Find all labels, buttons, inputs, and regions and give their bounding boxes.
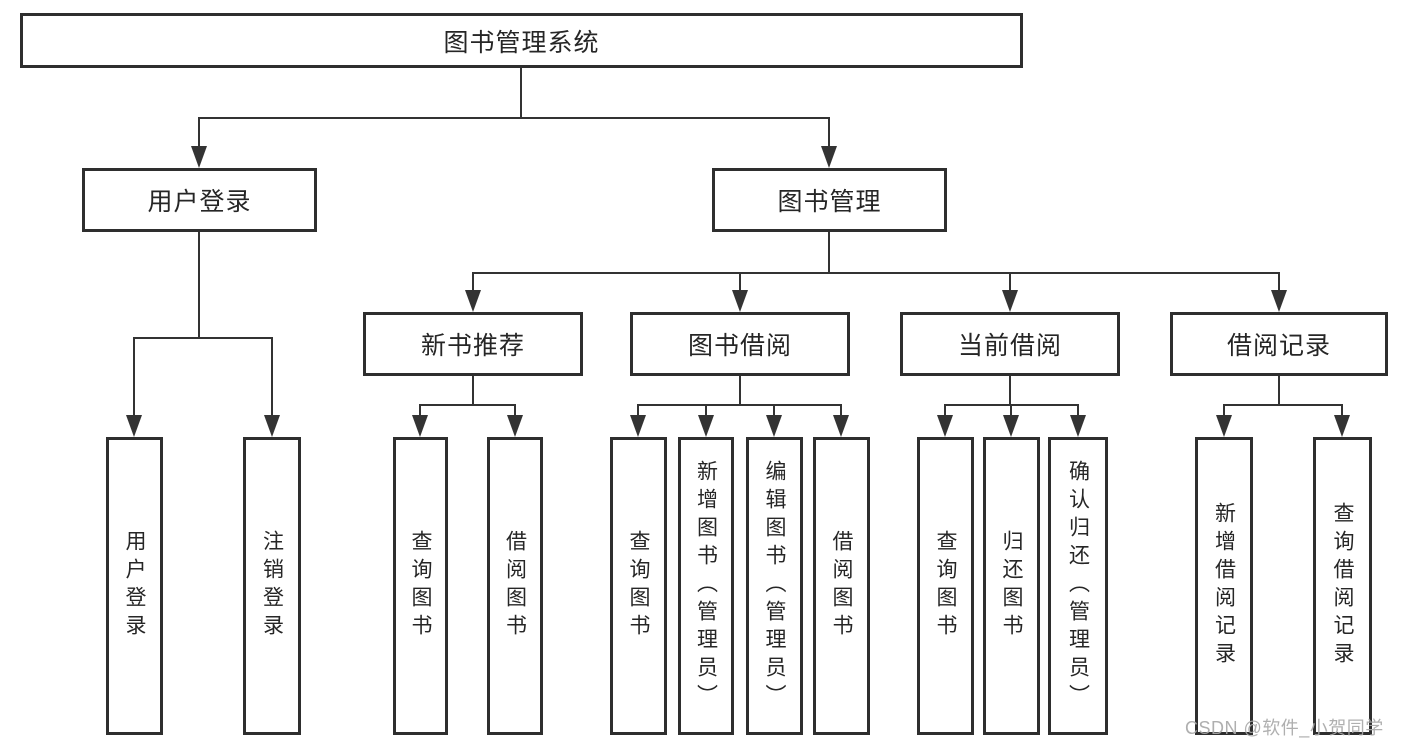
- leaf-edit-book-admin: 编辑图书（管理员）: [746, 437, 803, 735]
- arrow-down-icon: [698, 415, 714, 437]
- arrow-down-icon: [264, 415, 280, 437]
- leaf-logout: 注销登录: [243, 437, 301, 735]
- connector-drop: [472, 272, 474, 292]
- arrow-down-icon: [126, 415, 142, 437]
- connector-drop: [739, 272, 741, 292]
- watermark: CSDN @软件_小贺同学: [1185, 718, 1384, 738]
- leaf-label: 新增借阅记录: [1212, 502, 1236, 670]
- connector-drop: [1278, 272, 1280, 292]
- connector-drop: [773, 404, 775, 416]
- connector-drop: [1010, 404, 1012, 416]
- leaf-label: 查询图书: [409, 530, 432, 642]
- arrow-down-icon: [1070, 415, 1086, 437]
- leaf-query-books-current: 查询图书: [917, 437, 974, 735]
- arrow-down-icon: [833, 415, 849, 437]
- connector-user-login-bus: [133, 337, 273, 339]
- connector-drop: [271, 337, 273, 416]
- connector-new-book-bus: [419, 404, 515, 406]
- connector-book-management-stem: [828, 232, 830, 274]
- arrow-down-icon: [766, 415, 782, 437]
- node-label: 当前借阅: [957, 332, 1062, 360]
- node-label: 借阅记录: [1226, 332, 1331, 360]
- connector-drop: [944, 404, 946, 416]
- node-new-book-recommend: 新书推荐: [363, 312, 583, 376]
- leaf-query-books-borrow: 查询图书: [610, 437, 667, 735]
- arrow-down-icon: [1334, 415, 1350, 437]
- leaf-label: 借阅图书: [503, 530, 527, 642]
- leaf-label: 归还图书: [1000, 530, 1023, 642]
- connector-borrow-records-bus: [1223, 404, 1343, 406]
- leaf-label: 借阅图书: [830, 530, 853, 642]
- leaf-query-borrow-record: 查询借阅记录: [1313, 437, 1372, 735]
- leaf-query-books-recommend: 查询图书: [393, 437, 448, 735]
- connector-drop: [828, 117, 830, 148]
- leaf-label: 注销登录: [260, 530, 284, 642]
- node-label: 用户登录: [147, 188, 252, 216]
- connector-current-borrow-stem: [1009, 376, 1011, 406]
- node-borrow-records: 借阅记录: [1170, 312, 1388, 376]
- leaf-label: 查询借阅记录: [1331, 502, 1354, 670]
- arrow-down-icon: [821, 146, 837, 168]
- connector-borrow-records-stem: [1278, 376, 1280, 406]
- leaf-confirm-return-admin: 确认归还（管理员）: [1048, 437, 1108, 735]
- leaf-user-login: 用户登录: [106, 437, 163, 735]
- node-book-borrow: 图书借阅: [630, 312, 850, 376]
- leaf-borrow-books-recommend: 借阅图书: [487, 437, 543, 735]
- leaf-label: 新增图书（管理员）: [694, 460, 718, 712]
- node-label: 图书借阅: [687, 332, 792, 360]
- connector-drop: [198, 117, 200, 148]
- connector-drop: [1009, 272, 1011, 292]
- connector-drop: [133, 337, 135, 416]
- connector-drop: [705, 404, 707, 416]
- node-current-borrow: 当前借阅: [900, 312, 1120, 376]
- connector-level3-bus: [472, 272, 1280, 274]
- node-label: 图书管理系统: [443, 28, 600, 57]
- leaf-label: 编辑图书（管理员）: [763, 460, 786, 712]
- connector-drop: [514, 404, 516, 416]
- node-book-management: 图书管理: [712, 168, 947, 232]
- arrow-down-icon: [507, 415, 523, 437]
- leaf-label: 用户登录: [123, 530, 146, 642]
- connector-drop: [1341, 404, 1343, 416]
- connector-root-stem: [520, 68, 522, 118]
- connector-book-borrow-stem: [739, 376, 741, 406]
- leaf-borrow-books: 借阅图书: [813, 437, 870, 735]
- arrow-down-icon: [1003, 415, 1019, 437]
- connector-drop: [1223, 404, 1225, 416]
- node-label: 新书推荐: [420, 332, 525, 360]
- leaf-return-book: 归还图书: [983, 437, 1040, 735]
- arrow-down-icon: [465, 290, 481, 312]
- connector-level2-bus: [198, 117, 830, 119]
- leaf-label: 确认归还（管理员）: [1066, 460, 1090, 712]
- leaf-label: 查询图书: [627, 530, 650, 642]
- connector-user-login-stem: [198, 232, 200, 339]
- node-library-management-system: 图书管理系统: [20, 13, 1023, 68]
- leaf-label: 查询图书: [934, 530, 957, 642]
- arrow-down-icon: [412, 415, 428, 437]
- arrow-down-icon: [732, 290, 748, 312]
- arrow-down-icon: [1216, 415, 1232, 437]
- arrow-down-icon: [937, 415, 953, 437]
- leaf-add-book-admin: 新增图书（管理员）: [678, 437, 734, 735]
- connector-drop: [1077, 404, 1079, 416]
- connector-drop: [840, 404, 842, 416]
- arrow-down-icon: [191, 146, 207, 168]
- arrow-down-icon: [1271, 290, 1287, 312]
- connector-drop: [419, 404, 421, 416]
- arrow-down-icon: [630, 415, 646, 437]
- connector-book-borrow-bus: [637, 404, 842, 406]
- connector-new-book-stem: [472, 376, 474, 406]
- node-user-login: 用户登录: [82, 168, 317, 232]
- arrow-down-icon: [1002, 290, 1018, 312]
- node-label: 图书管理: [777, 188, 882, 216]
- leaf-add-borrow-record: 新增借阅记录: [1195, 437, 1253, 735]
- connector-drop: [637, 404, 639, 416]
